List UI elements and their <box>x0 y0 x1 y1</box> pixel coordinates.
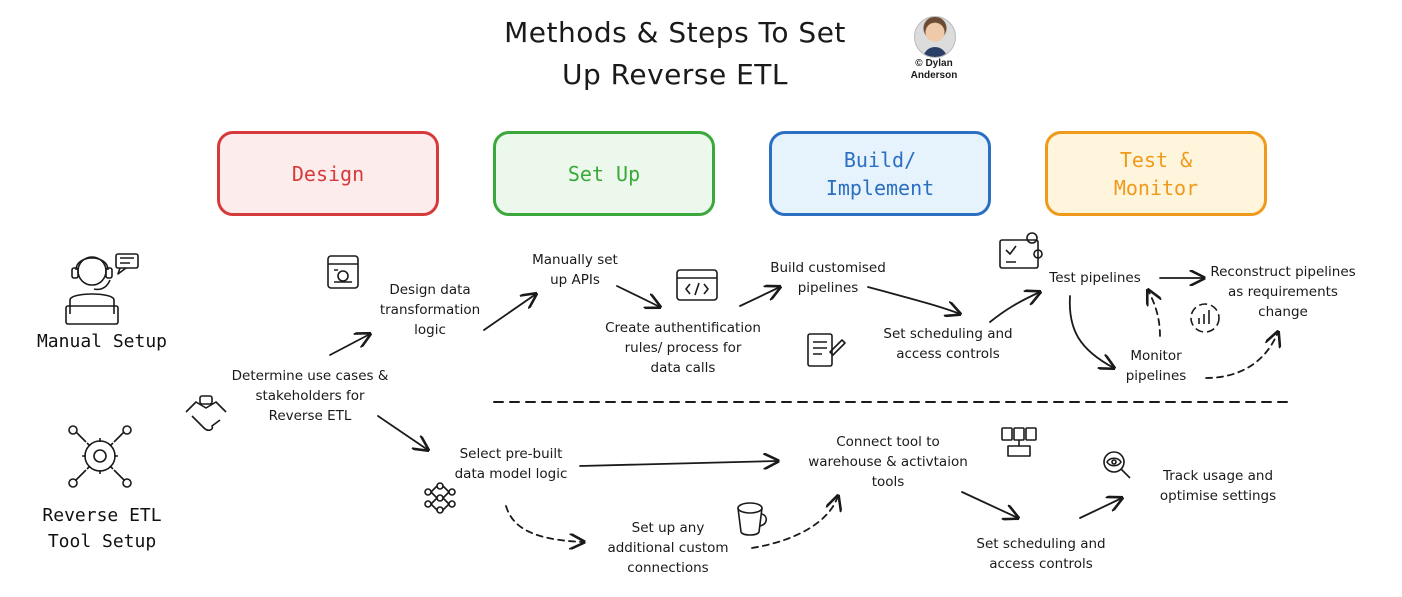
arrow-schedule-to-test <box>989 292 1040 323</box>
arrow-schedule-to-track <box>1079 498 1122 519</box>
warehouse-database-icon <box>1001 427 1037 457</box>
step-design-transformation-logic: Design data transformation logic <box>379 282 481 338</box>
search-eye-icon <box>1103 451 1131 479</box>
step-auth-rules: Create authentification rules/ process f… <box>605 320 761 376</box>
arrow-custom-to-connect <box>751 496 838 549</box>
author-avatar <box>914 16 956 58</box>
bucket-icon <box>737 502 768 536</box>
refresh-analytics-icon <box>1190 303 1220 333</box>
diagram-title: Methods & Steps To Set Up Reverse ETL <box>504 16 846 91</box>
arrow-auth-to-build <box>739 287 780 307</box>
arrow-monitor-to-reconstruct <box>1205 332 1278 379</box>
author-credit: © Dylan Anderson <box>910 58 958 81</box>
step-determine-use-cases: Determine use cases & stakeholders for R… <box>231 368 389 424</box>
arrow-connect-to-schedule <box>961 491 1018 518</box>
arrow-monitor-to-test <box>1148 290 1160 337</box>
code-window-icon <box>676 269 718 301</box>
step-connect-tool: Connect tool to warehouse & activtaion t… <box>808 434 968 490</box>
arrow-apis-to-auth <box>616 285 660 307</box>
model-network-icon <box>424 482 456 514</box>
step-track-usage: Track usage and optimise settings <box>1159 468 1277 504</box>
phase-test-monitor: Test & Monitor <box>1045 131 1267 216</box>
document-signature-icon <box>807 333 846 367</box>
gear-network-icon <box>68 425 132 488</box>
arrow-determine-to-design <box>329 334 370 356</box>
arrow-test-to-monitor <box>1068 295 1114 368</box>
arrow-prebuilt-to-custom <box>505 505 584 542</box>
arrow-prebuilt-to-connect <box>579 461 778 466</box>
arrow-design-to-apis <box>483 294 536 331</box>
support-agent-icon <box>65 253 139 325</box>
arrow-build-to-schedule <box>867 286 960 314</box>
handshake-icon <box>185 395 227 431</box>
step-reconstruct-pipelines: Reconstruct pipelines as requirements ch… <box>1210 264 1356 320</box>
phase-set-up: Set Up <box>493 131 715 216</box>
test-checklist-icon <box>999 232 1043 269</box>
row-label-tool-setup: Reverse ETL Tool Setup <box>42 505 162 552</box>
step-scheduling-manual: Set scheduling and access controls <box>883 326 1013 362</box>
phase-build-implement: Build/ Implement <box>769 131 991 216</box>
step-scheduling-tool: Set scheduling and access controls <box>976 536 1106 572</box>
step-custom-connections: Set up any additional custom connections <box>607 520 729 576</box>
phase-design: Design <box>217 131 439 216</box>
phase-design-label: Design <box>291 161 365 186</box>
phase-test-monitor-label: Test & Monitor <box>1113 147 1199 200</box>
step-test-pipelines: Test pipelines <box>1049 270 1141 286</box>
phase-set-up-label: Set Up <box>567 161 641 186</box>
arrow-determine-to-prebuilt <box>377 415 428 450</box>
step-select-prebuilt-logic: Select pre-built data model logic <box>454 446 568 482</box>
design-workflow-icon <box>327 255 359 289</box>
step-build-pipelines: Build customised pipelines <box>770 260 886 296</box>
row-label-manual-setup: Manual Setup <box>36 331 168 352</box>
step-monitor-pipelines: Monitor pipelines <box>1125 348 1187 384</box>
phase-build-implement-label: Build/ Implement <box>825 147 935 200</box>
step-manual-apis: Manually set up APIs <box>532 252 618 288</box>
